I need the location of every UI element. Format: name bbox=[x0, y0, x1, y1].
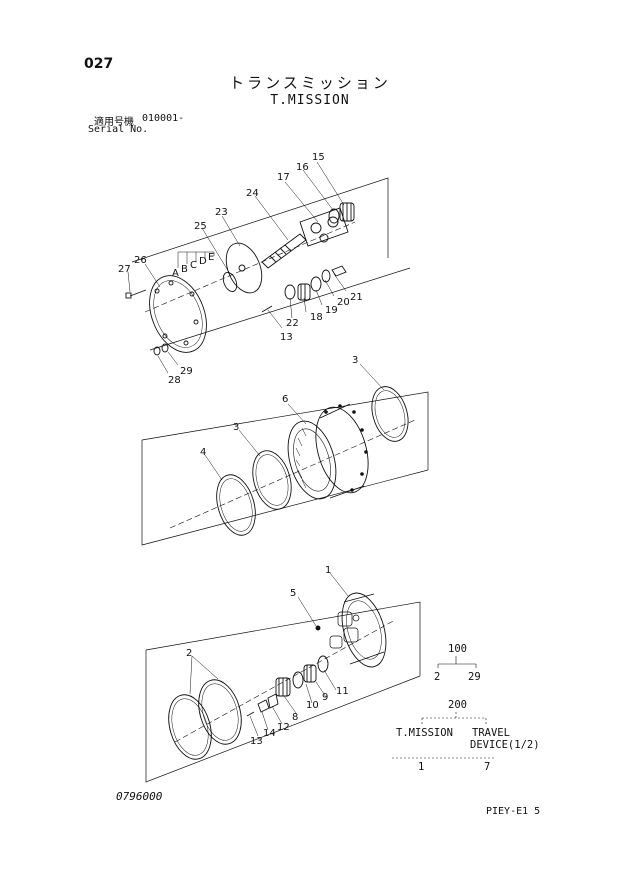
title-english: T.MISSION bbox=[270, 93, 350, 108]
tree-b-root: 200 bbox=[448, 699, 467, 711]
callout-10: 10 bbox=[306, 700, 319, 711]
callout-17: 17 bbox=[277, 172, 290, 183]
floating-seal-rear bbox=[198, 679, 242, 745]
callout-11: 11 bbox=[336, 686, 349, 697]
callout-28: 28 bbox=[168, 375, 181, 386]
callout-19: 19 bbox=[325, 305, 338, 316]
bottom-assembly-group bbox=[145, 592, 421, 783]
callout-6: 6 bbox=[282, 394, 288, 405]
title-japanese: トランスミッション bbox=[229, 74, 391, 92]
callout-25: 25 bbox=[194, 221, 207, 232]
page-number: 027 bbox=[84, 56, 114, 72]
tree-labels: 100 2 29 200 T.MISSION TRAVEL DEVICE(1/2… bbox=[396, 643, 540, 773]
ring-3-rear bbox=[371, 386, 409, 442]
callout-21: 21 bbox=[350, 292, 363, 303]
tree-a-lines bbox=[437, 656, 477, 668]
variant-a: A bbox=[172, 268, 179, 279]
variant-d: D bbox=[199, 256, 207, 267]
tree-a-child-2: 29 bbox=[468, 671, 481, 683]
callout-3-front: 3 bbox=[233, 422, 239, 433]
callout-22: 22 bbox=[286, 318, 299, 329]
thrust-plate bbox=[225, 242, 263, 294]
tree-a-root: 100 bbox=[448, 643, 467, 655]
callout-1: 1 bbox=[325, 565, 331, 576]
variant-e: E bbox=[208, 252, 214, 263]
callout-29: 29 bbox=[180, 366, 193, 377]
spindle bbox=[341, 592, 387, 668]
ring-gear-hub bbox=[287, 420, 337, 500]
callout-4: 4 bbox=[200, 447, 206, 458]
page-code: PIEY-E1 5 bbox=[486, 806, 541, 817]
tree-b-lines bbox=[392, 712, 496, 759]
callout-20: 20 bbox=[337, 297, 350, 308]
callout-16: 16 bbox=[296, 162, 309, 173]
callout-13-bottom: 13 bbox=[250, 736, 263, 747]
callout-15: 15 bbox=[312, 152, 325, 163]
callout-3-rear: 3 bbox=[352, 355, 358, 366]
housing-flange bbox=[315, 406, 369, 494]
serial-value: 010001- bbox=[142, 113, 185, 124]
callout-24: 24 bbox=[246, 188, 259, 199]
callout-26: 26 bbox=[134, 255, 147, 266]
tree-b-number-1: 1 bbox=[418, 761, 424, 773]
middle-assembly-group bbox=[141, 386, 429, 546]
tree-b-number-7: 7 bbox=[484, 761, 490, 773]
floating-seal-front bbox=[168, 694, 212, 760]
sun-shaft bbox=[261, 233, 307, 269]
tree-b-travel: TRAVEL bbox=[472, 727, 510, 739]
serial-label-english: Serial No. bbox=[88, 124, 149, 135]
callout-27: 27 bbox=[118, 264, 131, 275]
callout-9: 9 bbox=[322, 692, 328, 703]
callout-13-top: 13 bbox=[280, 332, 293, 343]
cover-plate bbox=[149, 275, 207, 353]
planet-carrier bbox=[299, 207, 349, 247]
callout-2: 2 bbox=[186, 648, 192, 659]
tree-a-child-1: 2 bbox=[434, 671, 440, 683]
ring-3-front bbox=[252, 450, 292, 510]
callout-12: 12 bbox=[277, 722, 290, 733]
top-assembly-group bbox=[125, 177, 411, 356]
callout-labels: 15 16 17 24 23 25 26 27 A B C D E 21 20 … bbox=[118, 152, 363, 747]
callout-14: 14 bbox=[263, 728, 276, 739]
serial-label-japanese: 適用号機 bbox=[94, 117, 134, 128]
callout-18: 18 bbox=[310, 312, 323, 323]
variant-c: C bbox=[190, 260, 197, 271]
tree-b-device: DEVICE(1/2) bbox=[470, 739, 540, 751]
callout-5: 5 bbox=[290, 588, 296, 599]
tree-b-tmission: T.MISSION bbox=[396, 727, 453, 739]
callout-8: 8 bbox=[292, 712, 298, 723]
leader-lines bbox=[127, 161, 385, 737]
ring-4 bbox=[216, 474, 256, 536]
variant-b: B bbox=[181, 264, 188, 275]
callout-23: 23 bbox=[215, 207, 228, 218]
drawing-number: 0796000 bbox=[116, 790, 163, 803]
